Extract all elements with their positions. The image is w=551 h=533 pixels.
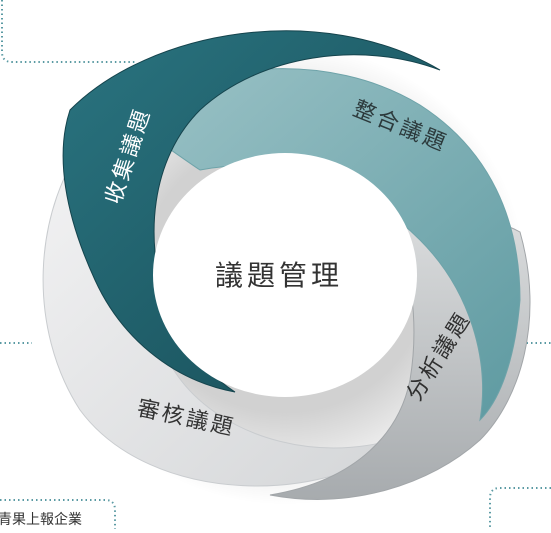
center-disc xyxy=(153,153,417,397)
footer-partial-text: 青果上報企業 xyxy=(0,512,82,528)
dotted-border-bottom-right xyxy=(489,487,551,529)
center-label: 議題管理 xyxy=(215,259,343,292)
dotted-border-bottom-left xyxy=(0,499,116,529)
dotted-border-top-left xyxy=(1,0,135,63)
